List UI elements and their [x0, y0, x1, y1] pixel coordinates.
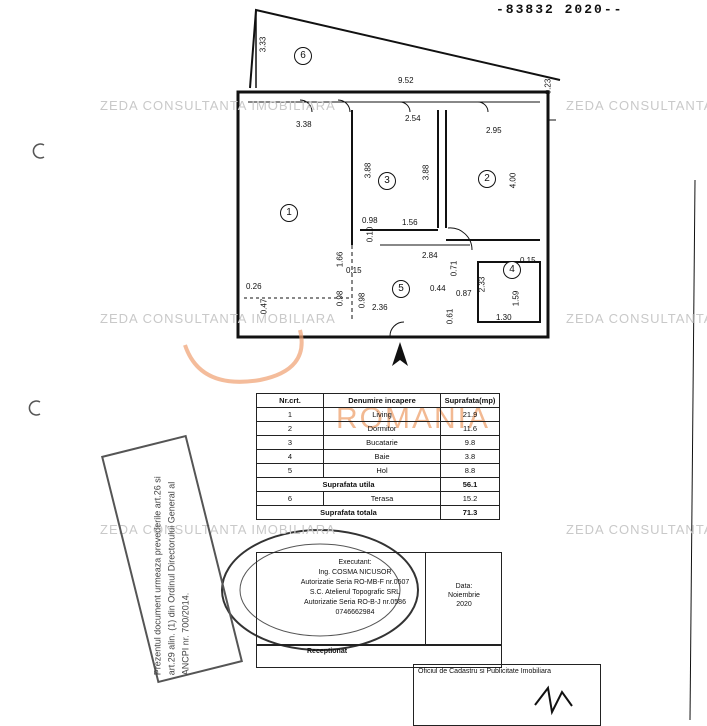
cell-name: Baie [323, 449, 441, 464]
total-area-row: Suprafata totala 71.3 [256, 505, 500, 520]
header-name: Denumire incapere [323, 393, 441, 408]
cell-nr: 6 [256, 491, 324, 506]
useful-area-value: 56.1 [440, 477, 500, 492]
dim-living-width: 3.38 [296, 120, 312, 129]
dim-236: 2.36 [372, 303, 388, 312]
dim-156: 1.56 [402, 218, 418, 227]
reception-label: Receptionat [307, 648, 348, 655]
dim-kitchen-height: 3.88 [421, 164, 431, 181]
cell-area: 15.2 [440, 491, 500, 506]
room-label-3: 3 [378, 172, 396, 190]
dim-026: 0.26 [246, 282, 262, 291]
executant-box [256, 552, 502, 646]
total-area-value: 71.3 [440, 505, 500, 520]
cell-area: 11.6 [440, 421, 500, 436]
cell-name: Bucatarie [323, 435, 441, 450]
dim-233: 2.33 [477, 276, 487, 293]
watermark-text: ZEDA CONSULTANTA IMOBILIARA [566, 522, 707, 537]
watermark-text: ZEDA CONSULTANTA IMOBILIARA [566, 98, 707, 113]
table-row: 2 Dormitor 11.6 [256, 421, 500, 436]
dim-166: 1.66 [335, 251, 345, 268]
cell-area: 8.8 [440, 463, 500, 478]
cell-area: 9.8 [440, 435, 500, 450]
watermark-text: ZEDA CONSULTANTA IMOBILIARA [100, 522, 336, 537]
cell-name: Terasa [323, 491, 441, 506]
dim-284: 2.84 [422, 251, 438, 260]
room-label-1: 1 [280, 204, 298, 222]
room-label-4: 4 [503, 261, 521, 279]
cell-nr: 5 [256, 463, 324, 478]
cell-name: Hol [323, 463, 441, 478]
watermark-text: ZEDA CONSULTANTA IMOBILIARA [566, 311, 707, 326]
dim-098: 0.98 [362, 216, 378, 225]
useful-area-label: Suprafata utila [256, 477, 441, 492]
dim-044: 0.44 [430, 284, 446, 293]
date-month: Noiembrie [448, 592, 480, 599]
executant-block: Executant: Ing. COSMA NICUSOR Autorizati… [280, 558, 430, 618]
room-label-6: 6 [294, 47, 312, 65]
room-label-5: 5 [392, 280, 410, 298]
table-row: 4 Baie 3.8 [256, 449, 500, 464]
dim-total-width: 9.52 [398, 76, 414, 85]
room-label-2: 2 [478, 170, 496, 188]
reception-box: Receptionat [256, 644, 502, 668]
ocpi-box: Oficiul de Cadastru si Publicitate Imobi… [413, 664, 601, 726]
header-nr: Nr.crt. [256, 393, 324, 408]
cell-area: 21.9 [440, 407, 500, 422]
table-header-row: Nr.crt. Denumire incapere Suprafata(mp) [256, 393, 500, 408]
dim-061: 0.61 [445, 308, 455, 325]
dim-159: 1.59 [511, 290, 521, 307]
table-row: 3 Bucatarie 9.8 [256, 435, 500, 450]
rooms-table: Nr.crt. Denumire incapere Suprafata(mp) … [256, 393, 500, 520]
terrace-row: 6 Terasa 15.2 [256, 491, 500, 506]
dim-bedroom-height: 4.00 [508, 172, 518, 189]
dim-terrace-right: 0.23 [543, 78, 553, 95]
executant-name: Ing. COSMA NICUSOR [318, 569, 392, 576]
cell-name: Living [323, 407, 441, 422]
dim-098c: 0.98 [357, 292, 367, 309]
table-row: 5 Hol 8.8 [256, 463, 500, 478]
dim-kitchen-width: 2.54 [405, 114, 421, 123]
executant-company: S.C. Atelierul Topografic SRL [309, 589, 401, 596]
stamp-text: Prezentul document urmeaza prevederile a… [152, 476, 191, 676]
dim-terrace-left: 3.33 [258, 36, 268, 53]
dim-015b: 0.15 [520, 256, 536, 265]
useful-area-row: Suprafata utila 56.1 [256, 477, 500, 492]
dim-010: 0.10 [365, 226, 375, 243]
executant-label: Executant: [338, 559, 372, 566]
table-row: 1 Living 21.9 [256, 407, 500, 422]
cell-nr: 2 [256, 421, 324, 436]
cell-nr: 4 [256, 449, 324, 464]
date-label: Data: [455, 583, 473, 590]
executant-phone: 0746662984 [335, 609, 375, 616]
dim-087: 0.87 [456, 289, 472, 298]
dim-130: 1.30 [496, 313, 512, 322]
cell-nr: 3 [256, 435, 324, 450]
dim-living-height: 3.88 [363, 162, 373, 179]
dim-098b: 0.98 [335, 290, 345, 307]
watermark-text: ZEDA CONSULTANTA IMOBILIARA [100, 98, 336, 113]
date-year: 2020 [456, 601, 472, 608]
dim-071: 0.71 [449, 260, 459, 277]
company-authorization: Autorizatie Seria RO-B-J nr.0586 [304, 599, 406, 606]
dim-bedroom-width: 2.95 [486, 126, 502, 135]
dim-015a: 0.15 [346, 266, 362, 275]
cell-area: 3.8 [440, 449, 500, 464]
watermark-text: ZEDA CONSULTANTA IMOBILIARA [100, 311, 336, 326]
cell-nr: 1 [256, 407, 324, 422]
executant-authorization: Autorizatie Seria RO-MB-F nr.0507 [300, 579, 410, 586]
header-area: Suprafata(mp) [440, 393, 500, 408]
cell-name: Dormitor [323, 421, 441, 436]
ocpi-label: Oficiul de Cadastru si Publicitate Imobi… [418, 668, 552, 675]
date-block: Data: Noiembrie 2020 [434, 582, 494, 609]
document-number: -83832 2020-- [496, 2, 624, 17]
total-area-label: Suprafata totala [256, 505, 441, 520]
